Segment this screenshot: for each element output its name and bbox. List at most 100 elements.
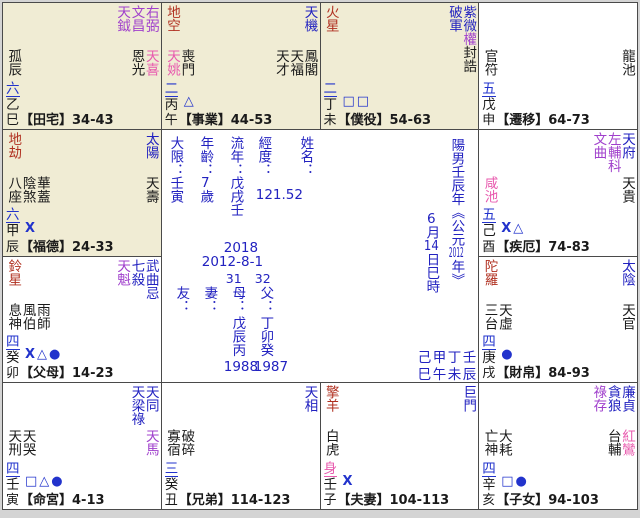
star-name: 文昌 (128, 5, 145, 32)
wife-label: 妻： (201, 285, 218, 313)
earthly-branch: 戌 (482, 366, 496, 382)
palace-cell-wu[interactable]: 地空天機天姚喪門天才天福鳳閣二丙△午【事業】44-53 (161, 3, 320, 129)
stars-stars: 天梁祿天同 (128, 385, 158, 426)
father-age: 32 (254, 270, 271, 286)
mid-left-stars: 亡神大耗 (482, 429, 512, 457)
limit-number: 四 (482, 460, 496, 477)
stars-stars: 巨門 (460, 385, 476, 412)
malefic-stars: 鈴星 (5, 259, 21, 286)
star-name: 華蓋 (33, 175, 50, 203)
heavenly-stem: 癸 (6, 350, 20, 367)
stars-stars: 天機 (302, 5, 318, 32)
mid-left-stars: 三台天虛 (482, 303, 512, 330)
limit-number: 四 (482, 334, 496, 351)
friend-label: 友： (173, 285, 190, 313)
mid-right-stars: 天貴 (619, 176, 635, 203)
palace-cell-xu[interactable]: 陀羅太陰三台天虛天官四庚●戌【財帛】84-93 (479, 256, 637, 383)
age-value: 7歲 (197, 176, 214, 204)
star-name: 封誥 (460, 45, 477, 73)
birth-hour: 日巳時 (423, 252, 440, 293)
stars-stars: 天鉞文昌右弼 (114, 5, 159, 32)
brightness-symbols: X△ (501, 220, 526, 236)
center-info-panel: 大限：壬寅 年齡：7歲 流年：戊戌壬 2018 經度： 121.52 姓名： 陽… (161, 129, 479, 383)
age-label: 年齡： (197, 135, 214, 177)
star-name: 地劫 (5, 131, 22, 159)
star-name: 擎羊 (322, 385, 339, 413)
palace-cell-wei[interactable]: 火星破軍紫微權封誥二丁□□未【僕役】54-63 (320, 3, 479, 129)
heavenly-stem: 壬 (6, 476, 20, 493)
palace-label: 【福德】24-33 (20, 239, 114, 255)
mid-right-stars: 天壽 (143, 176, 159, 203)
star-name: 喪門 (178, 49, 195, 76)
heavenly-stem: 壬 (323, 476, 338, 493)
brightness-symbols: □△● (25, 474, 65, 489)
star-name: 太陰 (619, 258, 635, 286)
heavenly-stem: 庚 (482, 350, 496, 367)
star-name: 右弼 (142, 5, 159, 32)
mid-right-stars: 龍池 (619, 49, 635, 76)
mid-left-stars: 白虎 (322, 429, 339, 457)
malefic-stars: 擎羊 (322, 385, 339, 413)
earthly-branch: 酉 (482, 239, 496, 255)
star-name: 恩光 (128, 49, 145, 76)
birth-text-end: 年》 (448, 259, 465, 287)
limit-number: 二 (164, 80, 179, 97)
limit-number: 二 (323, 80, 337, 97)
mid-right-stars: 恩光天喜 (128, 49, 158, 76)
earthly-branch: 子 (323, 493, 337, 508)
liunian-column: 流年：戊戌壬 (227, 136, 244, 217)
birth-time-column: 6月14日巳時 (423, 212, 440, 293)
star-name: 廉貞 (619, 385, 635, 413)
palace-cell-yin[interactable]: 天梁祿天同天刑天哭天馬四壬□△●寅【命宮】4-13 (3, 383, 161, 509)
star-name: 天才 (272, 49, 289, 76)
limit-number: 五 (482, 80, 496, 97)
star-name: 天相 (301, 385, 318, 413)
brightness-symbols: □□ (342, 93, 372, 109)
star-name: 風伯 (19, 302, 36, 330)
mid-left-stars: 官符 (481, 49, 498, 76)
heavenly-stem: 辛 (482, 476, 496, 493)
star-name: 紅鸞 (619, 429, 635, 457)
name-label: 姓名： (297, 135, 314, 177)
name-column: 姓名： (297, 135, 314, 177)
stars-stars: 文曲左輔科天府 (590, 132, 635, 173)
palace-label: 【疾厄】74-83 (496, 239, 590, 255)
star-name: 天馬 (142, 429, 159, 457)
star-name: 天姚 (164, 49, 181, 76)
star-name: 紫微 (460, 5, 477, 32)
malefic-stars: 陀羅 (482, 259, 498, 286)
earthly-branch: 丑 (164, 493, 178, 508)
star-name: 八座 (5, 175, 22, 203)
earthly-branch: 卯 (6, 366, 20, 382)
stars-stars: 太陰 (619, 258, 635, 286)
palace-cell-si[interactable]: 天鉞文昌右弼孤辰恩光天喜六乙巳【田宅】34-43 (3, 3, 161, 129)
star-name: 科 (604, 158, 621, 173)
star-name: 白虎 (322, 429, 339, 457)
star-name: 太陽 (142, 131, 159, 159)
heavenly-stem: 甲 (6, 223, 20, 240)
longitude-value: 121.52 (255, 186, 303, 203)
palace-label: 【田宅】34-43 (20, 112, 114, 128)
liunian-value: 戊戌壬 (227, 176, 244, 217)
star-name: 大耗 (495, 429, 512, 457)
limit-number: 三 (164, 460, 179, 477)
stars-stars: 天相 (301, 385, 318, 413)
star-name: 官符 (481, 49, 498, 76)
stars-stars: 破軍紫微權封誥 (446, 5, 477, 73)
star-name: 天官 (619, 302, 635, 330)
palace-cell-chou[interactable]: 天相寡宿破碎三癸丑【兄弟】114-123 (161, 383, 320, 509)
star-name: 七殺 (128, 258, 145, 286)
palace-cell-hai[interactable]: 祿存貪狼廉貞亡神大耗台輔紅鸞四辛□●亥【子女】94-103 (479, 383, 637, 509)
brightness-symbols: ● (501, 347, 515, 363)
mid-left-stars: 寡宿破碎 (164, 429, 194, 456)
birth-info-column: 陽男壬辰年《公元2012年》 (448, 138, 465, 287)
mid-right-stars: 天才天福鳳閣 (272, 49, 318, 76)
longitude-column: 經度： (255, 136, 271, 177)
palace-cell-shen[interactable]: 官符龍池五戊申【遷移】64-73 (479, 3, 637, 129)
father-pillar: 丁卯癸 (257, 315, 274, 357)
